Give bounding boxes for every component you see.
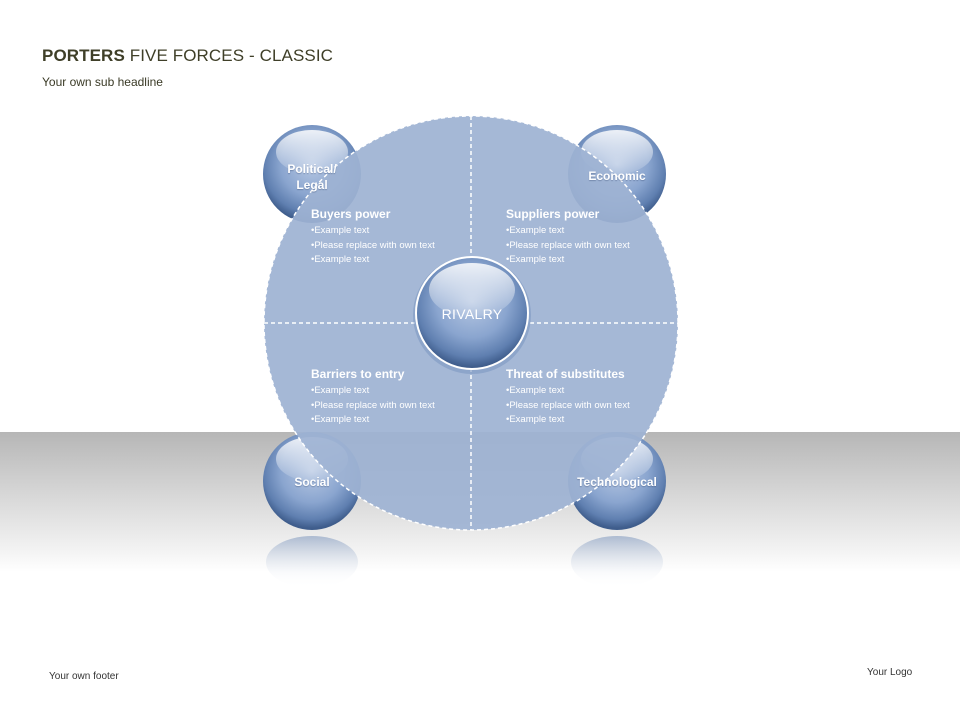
quadrant-bullet: Please replace with own text — [506, 399, 666, 414]
quadrant-bullet: Example text — [506, 384, 666, 399]
rivalry-sphere — [413, 256, 531, 374]
sphere-label-bottom-left: Social — [294, 475, 330, 489]
quadrant-bullet: Example text — [506, 413, 666, 428]
sphere-label-top-right: Economic — [588, 169, 646, 183]
sphere-label-bottom-right: Technological — [577, 475, 657, 489]
quadrant-barriers-to-entry: Barriers to entry Example text Please re… — [311, 367, 471, 428]
footer-text: Your own footer — [49, 671, 119, 682]
quadrant-bullet: Please replace with own text — [311, 239, 471, 254]
page-title: PORTERS FIVE FORCES - CLASSIC — [42, 46, 333, 66]
title-rest: FIVE FORCES - CLASSIC — [124, 46, 334, 65]
quadrant-bullet: Please replace with own text — [311, 399, 471, 414]
quadrant-bullet: Example text — [506, 253, 666, 268]
quadrant-suppliers-power: Suppliers power Example text Please repl… — [506, 207, 666, 268]
quadrant-bullet: Please replace with own text — [506, 239, 666, 254]
sphere-reflection-bottom-right — [571, 536, 663, 588]
sphere-reflection-bottom-left — [266, 536, 358, 588]
sphere-label-top-left: Political/ Legal — [287, 162, 337, 192]
quadrant-heading: Suppliers power — [506, 207, 600, 221]
rivalry-label: RIVALRY — [441, 306, 503, 322]
quadrant-bullet: Example text — [311, 413, 471, 428]
title-bold: PORTERS — [42, 46, 125, 65]
quadrant-heading: Threat of substitutes — [506, 367, 625, 381]
quadrant-bullet: Example text — [311, 253, 471, 268]
quadrant-buyers-power: Buyers power Example text Please replace… — [311, 207, 471, 268]
quadrant-bullet: Example text — [311, 384, 471, 399]
quadrant-bullet: Example text — [506, 224, 666, 239]
logo-placeholder: Your Logo — [867, 667, 913, 678]
quadrant-heading: Buyers power — [311, 207, 391, 221]
quadrant-heading: Barriers to entry — [311, 367, 405, 381]
quadrant-bullet: Example text — [311, 224, 471, 239]
page-subtitle: Your own sub headline — [42, 75, 163, 89]
quadrant-threat-of-substitutes: Threat of substitutes Example text Pleas… — [506, 367, 666, 428]
